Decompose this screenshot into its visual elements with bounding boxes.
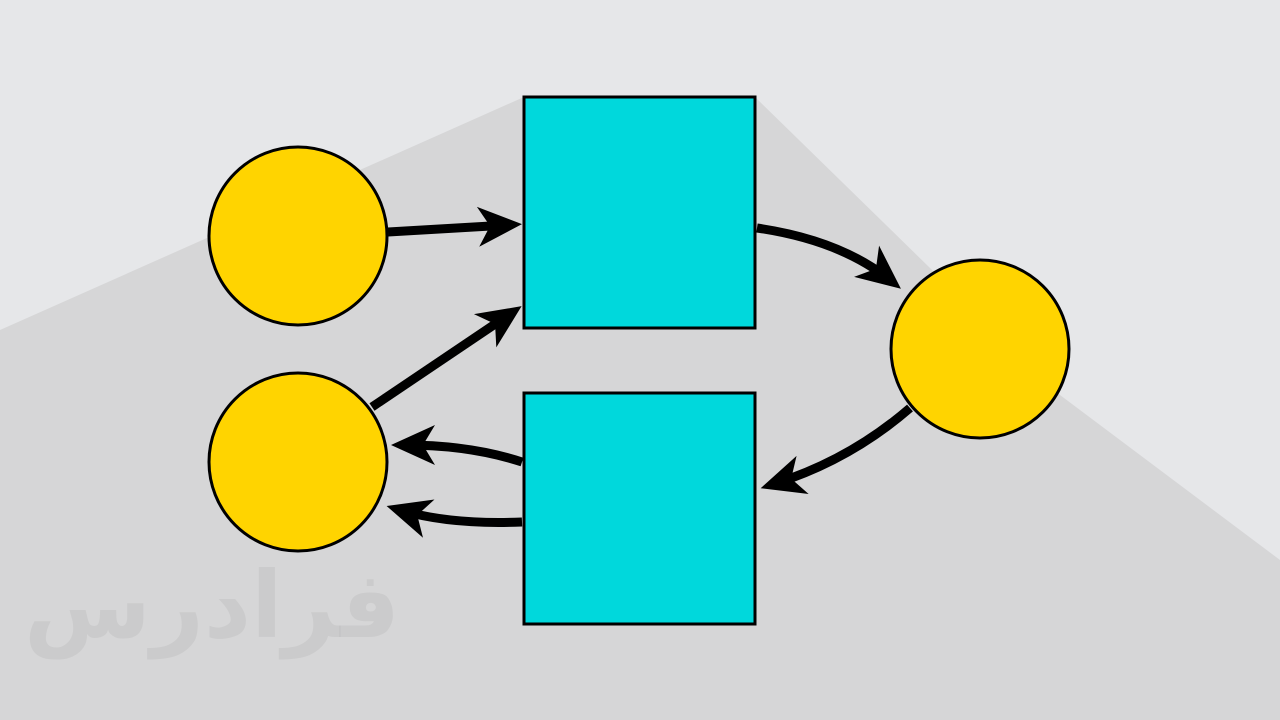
arrow-bottom-square-to-bottom-circle-upper bbox=[391, 425, 524, 467]
process-square-top bbox=[522, 95, 757, 330]
arrow-right-circle-to-bottom-square bbox=[760, 404, 913, 495]
edges bbox=[369, 206, 913, 538]
output-circle-right bbox=[889, 258, 1071, 440]
arrow-top-circle-to-top-square bbox=[387, 206, 522, 247]
input-circle-top bbox=[207, 145, 389, 327]
arrow-bottom-circle-to-top-square bbox=[369, 306, 522, 411]
watermark-logo: فرادرس bbox=[24, 552, 401, 659]
input-circle-bottom bbox=[207, 371, 389, 553]
process-square-bottom bbox=[522, 391, 757, 626]
arrow-top-square-to-right-circle bbox=[756, 223, 901, 289]
arrow-bottom-square-to-bottom-circle-lower bbox=[386, 499, 523, 538]
